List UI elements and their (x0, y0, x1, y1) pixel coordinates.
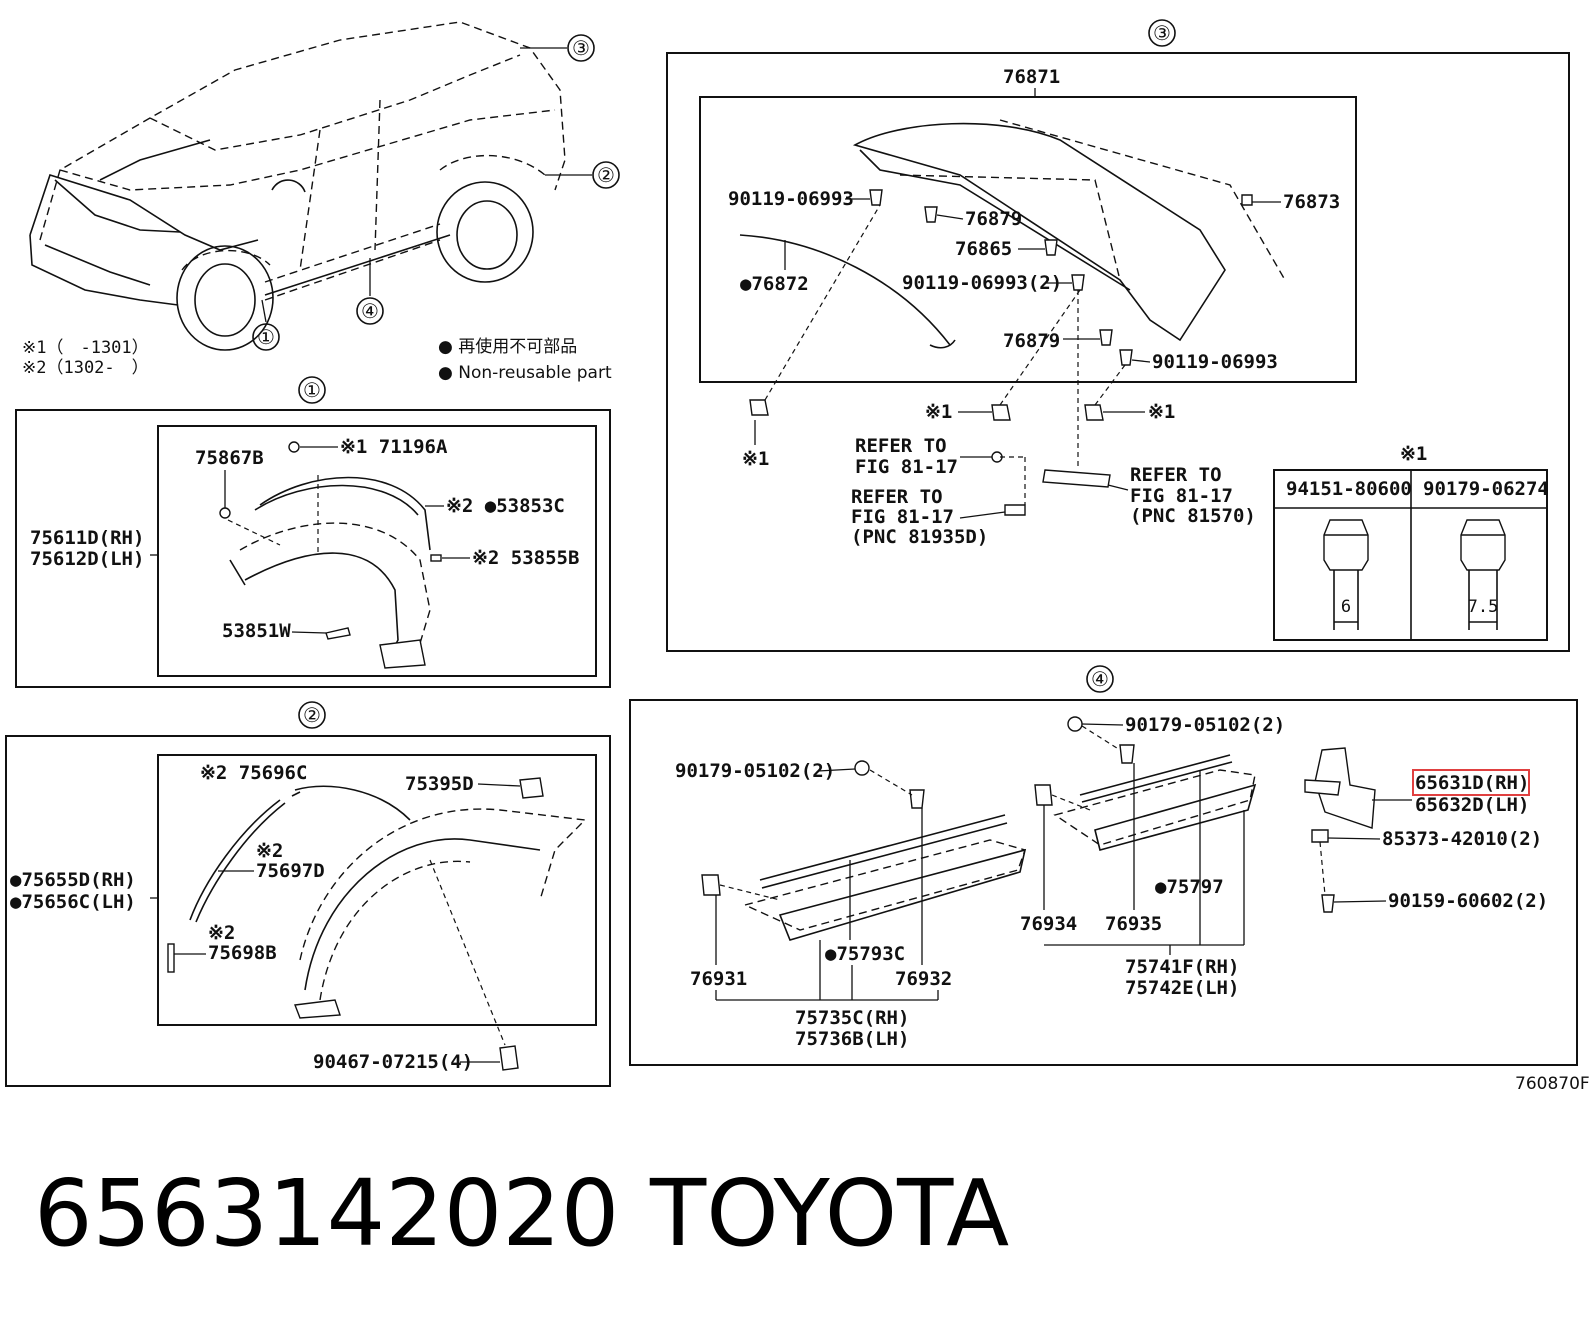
svg-text:①: ① (303, 378, 321, 402)
label-75611d-rh[interactable]: 75611D(RH) (30, 527, 144, 549)
svg-text:②: ② (303, 703, 321, 727)
svg-text:①: ① (257, 325, 275, 349)
label-90467-07215[interactable]: 90467-07215(4) (313, 1051, 473, 1073)
legend-english: ● Non-reusable part (438, 363, 612, 383)
note-ref1: ※1（ -1301） (22, 338, 149, 358)
legend-japanese: ● 再使用不可部品 (438, 336, 577, 357)
label-75698b-mark: ※2 (208, 922, 235, 944)
label-76871[interactable]: 76871 (1003, 66, 1060, 88)
section-4-rocker-moulding: ④ 90179-05102(2) 90179-05102(2) 65631D(R… (629, 665, 1578, 1066)
svg-text:③: ③ (572, 36, 590, 60)
brand-name: TOYOTA (649, 1160, 1009, 1267)
label-75697d[interactable]: 75697D (256, 860, 325, 882)
svg-text:③: ③ (1153, 21, 1171, 45)
label-75612d-lh[interactable]: 75612D(LH) (30, 548, 144, 570)
label-75741f-rh[interactable]: 75741F(RH) (1125, 956, 1239, 978)
mark-1-a: ※1 (742, 448, 769, 470)
section-1-front-fender: ① 75867B ※1 71196A 75611D(RH) 75612D(LH)… (15, 376, 611, 688)
dimension-6: 6 (1341, 597, 1351, 617)
part-number: 6563142020 (34, 1160, 619, 1267)
figure-code: 760870F (1515, 1074, 1590, 1094)
label-76873[interactable]: 76873 (1283, 191, 1340, 213)
section-2-rear-fender: ② ※2 75696C 75395D ※2 75697D ●75655D(RH)… (5, 701, 611, 1087)
label-53853c[interactable]: ※2 ●53853C (446, 495, 565, 517)
label-90179-05102-a[interactable]: 90179-05102(2) (1125, 714, 1285, 736)
label-76879-a[interactable]: 76879 (965, 208, 1022, 230)
svg-text:④: ④ (1091, 667, 1109, 691)
refer-b-line1: REFER TO (851, 486, 943, 508)
refer-a-line2[interactable]: FIG 81-17 (855, 456, 958, 478)
refer-a-line1: REFER TO (855, 435, 947, 457)
label-76934[interactable]: 76934 (1020, 913, 1077, 935)
label-71196a[interactable]: ※1 71196A (340, 436, 448, 458)
nut-icon (1460, 519, 1506, 630)
label-75867b[interactable]: 75867B (195, 447, 264, 469)
refer-b-line3: (PNC 81935D) (851, 526, 988, 548)
nut-icon (1323, 519, 1369, 630)
label-76865[interactable]: 76865 (955, 238, 1012, 260)
refer-c-line1: REFER TO (1130, 464, 1222, 486)
table-mark: ※1 (1400, 443, 1427, 465)
note-ref2: ※2（1302- ） (22, 358, 149, 378)
label-90119-06993-a[interactable]: 90119-06993 (728, 188, 854, 210)
refer-b-line2[interactable]: FIG 81-17 (851, 506, 954, 528)
overview-callout-4: ④ (356, 258, 384, 325)
label-90159-60602[interactable]: 90159-60602(2) (1388, 890, 1548, 912)
mark-1-c: ※1 (1148, 401, 1175, 423)
label-65632d-lh[interactable]: 65632D(LH) (1415, 794, 1529, 816)
refer-c-line2[interactable]: FIG 81-17 (1130, 485, 1233, 507)
overview-callout-2: ② (545, 161, 620, 189)
label-75736b-lh[interactable]: 75736B(LH) (795, 1028, 909, 1050)
label-75655d-rh[interactable]: ●75655D(RH) (10, 869, 136, 891)
hardware-table: 94151-80600 90179-06274 6 7.5 (1273, 469, 1549, 641)
label-75696c[interactable]: ※2 75696C (200, 762, 307, 784)
table-col-90179-06274[interactable]: 90179-06274 (1423, 478, 1549, 500)
label-85373-42010[interactable]: 85373-42010(2) (1382, 828, 1542, 850)
label-75697d-mark: ※2 (256, 840, 283, 862)
highlighted-part-65631d-rh[interactable]: 65631D(RH) (1412, 769, 1530, 796)
table-col-94151-80600[interactable]: 94151-80600 (1286, 478, 1412, 500)
vehicle-overview (29, 21, 566, 351)
label-90119-06993-c[interactable]: 90119-06993 (1152, 351, 1278, 373)
label-76935[interactable]: 76935 (1105, 913, 1162, 935)
label-76931[interactable]: 76931 (690, 968, 747, 990)
refer-c-line3: (PNC 81570) (1130, 505, 1256, 527)
label-76872[interactable]: ●76872 (740, 273, 809, 295)
mark-1-b: ※1 (925, 401, 952, 423)
label-90179-05102-b[interactable]: 90179-05102(2) (675, 760, 835, 782)
overview-callout-1: ① (252, 299, 280, 351)
svg-text:②: ② (597, 163, 615, 187)
section-3-rear-spoiler: ③ 76871 90119-06993 76879 76873 (666, 19, 1570, 652)
label-76932[interactable]: 76932 (895, 968, 952, 990)
label-53851w[interactable]: 53851W (222, 620, 291, 642)
label-53855b[interactable]: ※2 53855B (472, 547, 579, 569)
label-75797[interactable]: ●75797 (1155, 876, 1224, 898)
dimension-7-5: 7.5 (1468, 597, 1499, 617)
label-75698b[interactable]: 75698B (208, 942, 277, 964)
overview-callout-3: ③ (520, 34, 595, 62)
label-75735c-rh[interactable]: 75735C(RH) (795, 1007, 909, 1029)
label-75793c[interactable]: ●75793C (825, 943, 905, 965)
svg-text:④: ④ (361, 299, 379, 323)
label-75656c-lh[interactable]: ●75656C(LH) (10, 891, 136, 913)
label-75742e-lh[interactable]: 75742E(LH) (1125, 977, 1239, 999)
label-65631d-rh[interactable]: 65631D(RH) (1415, 772, 1529, 794)
label-76879-b[interactable]: 76879 (1003, 330, 1060, 352)
label-75395d[interactable]: 75395D (405, 773, 474, 795)
label-90119-06993-b[interactable]: 90119-06993(2) (902, 272, 1062, 294)
